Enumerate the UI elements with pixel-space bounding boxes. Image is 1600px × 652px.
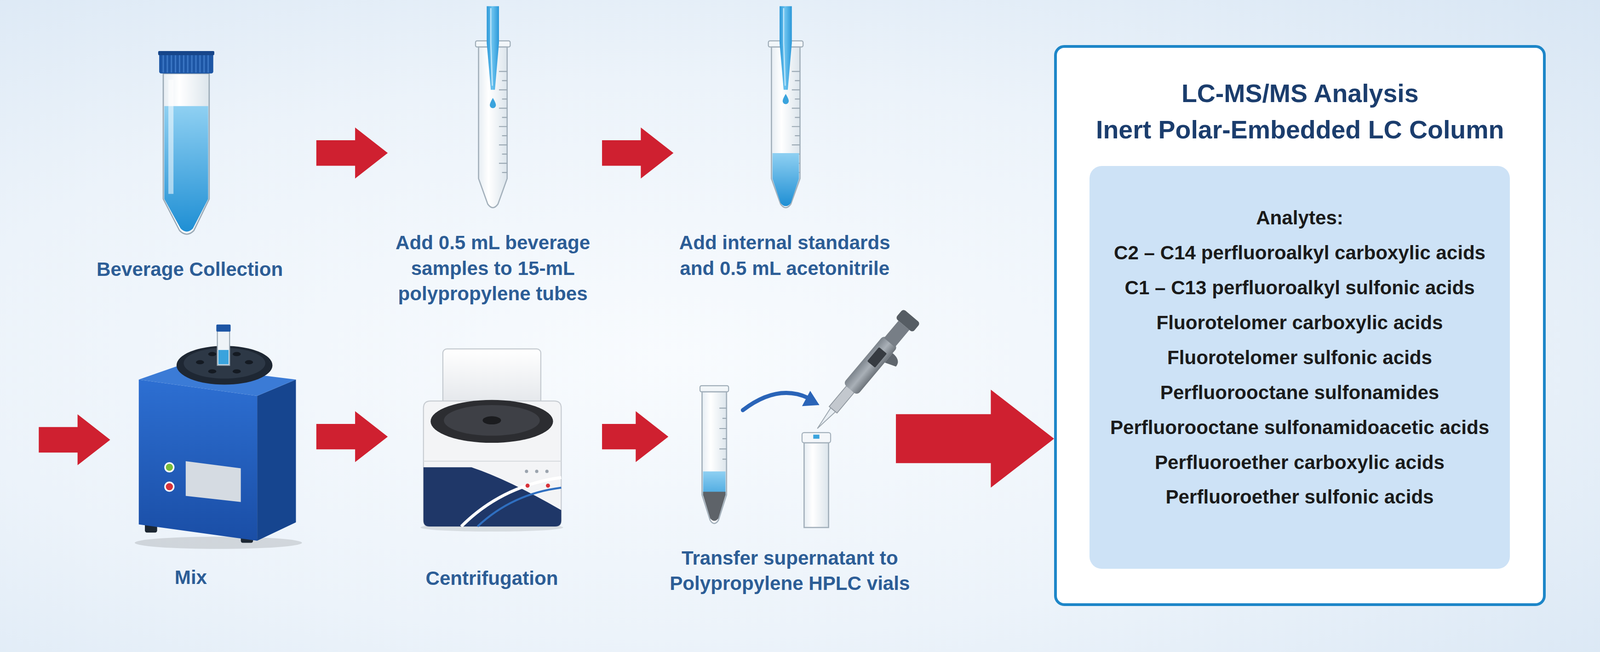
transfer-illustration-part: [699, 385, 729, 392]
centrifuge-illustration-part: [482, 416, 501, 425]
vortex-mixer-illustration-part: [208, 369, 217, 374]
conical-tube-illustration-part: [163, 55, 209, 73]
transfer-step: Transfer supernatant to Polypropylene HP…: [668, 311, 896, 608]
conical-tube-illustration-part: [159, 52, 214, 74]
conical-tube-illustration: [158, 51, 215, 235]
panel-title: LC-MS/MS Analysis: [1056, 75, 1543, 113]
spike-tube-illustration-part: [779, 5, 792, 90]
analyte-item: Analytes:: [1089, 200, 1510, 236]
spike-tube-illustration-part: [782, 93, 789, 104]
centrifuge-illustration-part: [423, 460, 562, 462]
flow-entry-arrow: [38, 414, 110, 466]
step-caption: Centrifugation: [389, 565, 595, 591]
analysis-panel: LC-MS/MS AnalysisInert Polar-Embedded LC…: [1054, 45, 1546, 607]
centrifuge-illustration-part: [545, 483, 551, 488]
aliquot-step: Add 0.5 mL beverage samples to 15-mL pol…: [387, 8, 603, 307]
centrifuge-illustration-part: [443, 405, 540, 436]
analyte-item: Fluorotelomer carboxylic acids: [1089, 305, 1510, 341]
vortex-mixer-illustration-part: [195, 360, 205, 365]
vortex-mixer-illustration-part: [164, 462, 175, 473]
flow-arrow: [602, 411, 669, 463]
step-caption: Add internal standards and 0.5 mL aceton…: [668, 229, 901, 282]
panel-title: Inert Polar-Embedded LC Column: [1056, 111, 1543, 149]
vortex-mixer-illustration-part: [185, 461, 241, 503]
centrifuge-illustration-part: [525, 483, 530, 488]
vortex-mixer-illustration-part: [257, 379, 296, 541]
centrifuge-step: Centrifugation: [387, 311, 603, 597]
transfer-illustration-part: [703, 492, 726, 522]
conical-tube-illustration-part: [168, 79, 174, 195]
analyte-item: Fluorotelomer sulfonic acids: [1089, 340, 1510, 376]
centrifuge-illustration-part: [524, 470, 528, 474]
analyte-item: C2 – C14 perfluoroalkyl carboxylic acids: [1089, 235, 1510, 271]
vortex-mixer-illustration-part: [166, 464, 174, 472]
vortex-mixer-illustration-part: [232, 352, 241, 357]
vortex-mixer-illustration-part: [183, 348, 266, 379]
step-caption: Beverage Collection: [62, 256, 318, 282]
conical-tube-illustration-part: [163, 73, 210, 235]
step-caption: Transfer supernatant to Polypropylene HP…: [662, 545, 918, 597]
analyte-item: Perfluoroether sulfonic acids: [1089, 479, 1510, 515]
vortex-mixer-illustration-part: [208, 352, 217, 357]
aliquot-tube-illustration-part: [486, 5, 499, 90]
spike-tube-illustration-part: [772, 153, 800, 207]
flow-arrow: [316, 127, 388, 179]
transfer-illustration-part: [813, 434, 820, 439]
analyte-item: C1 – C13 perfluoroalkyl sulfonic acids: [1089, 270, 1510, 306]
centrifuge-illustration-part: [423, 467, 562, 527]
transfer-illustration-part: [803, 442, 829, 528]
aliquot-tube-illustration-part: [489, 97, 496, 109]
transfer-illustration-part: [702, 391, 727, 524]
transfer-illustration-part: [808, 309, 928, 442]
collection-step: Beverage Collection: [61, 8, 317, 307]
transfer-illustration-part-part: [895, 309, 921, 333]
centrifuge-illustration-part: [545, 470, 549, 474]
transfer-illustration: [699, 309, 928, 528]
analyte-list-box: Analytes:C2 – C14 perfluoroalkyl carboxy…: [1089, 166, 1510, 569]
vortex-mixer-illustration-part: [216, 324, 231, 333]
transfer-illustration-part: [719, 408, 727, 460]
vortex-mixer-illustration-part: [218, 349, 229, 365]
transfer-illustration-part: [742, 393, 809, 411]
transfer-illustration-part: [802, 432, 831, 443]
analyte-item: Perfluorooctane sulfonamidoacetic acids: [1089, 410, 1510, 446]
centrifuge-illustration-part: [477, 487, 562, 527]
vortex-mixer-illustration-part: [217, 328, 230, 366]
vortex-mixer-illustration-part: [232, 369, 241, 374]
spike-step: Add internal standards and 0.5 mL aceton…: [673, 8, 903, 307]
vortex-mixer-illustration-part: [245, 360, 254, 365]
transfer-illustration-part-part: [814, 407, 836, 431]
flow-arrow: [602, 127, 674, 179]
vortex-mixer-illustration-part: [166, 483, 174, 491]
centrifuge-illustration: [420, 349, 564, 532]
flow-entry-arrow-part: [38, 414, 110, 466]
flow-arrow: [316, 411, 388, 463]
vortex-mixer-illustration-part: [164, 481, 175, 492]
spike-tube-illustration: [768, 5, 803, 208]
analyte-item: Perfluoroether carboxylic acids: [1089, 445, 1510, 481]
centrifuge-illustration-part: [430, 400, 553, 443]
conical-tube-illustration-part: [158, 51, 215, 56]
vortex-mixer-illustration: [134, 324, 303, 550]
vortex-mixer-illustration-part: [134, 536, 303, 550]
transfer-illustration-part-part: [884, 353, 902, 370]
centrifuge-illustration-part: [461, 477, 562, 527]
transfer-illustration-part: [802, 390, 820, 407]
aliquot-tube-illustration: [475, 5, 511, 208]
transfer-illustration-part-part: [843, 335, 898, 396]
step-caption: Mix: [129, 564, 253, 591]
vortex-mixer-illustration-part: [138, 379, 258, 541]
flow-arrow: [895, 389, 1055, 488]
centrifuge-illustration-part: [535, 470, 539, 474]
analyte-item: Perfluorooctane sulfonamides: [1089, 375, 1510, 411]
mix-step: Mix: [110, 311, 317, 597]
transfer-illustration-part-part: [867, 347, 888, 368]
step-caption: Add 0.5 mL beverage samples to 15-mL pol…: [378, 229, 608, 307]
centrifuge-illustration-part: [442, 349, 541, 407]
